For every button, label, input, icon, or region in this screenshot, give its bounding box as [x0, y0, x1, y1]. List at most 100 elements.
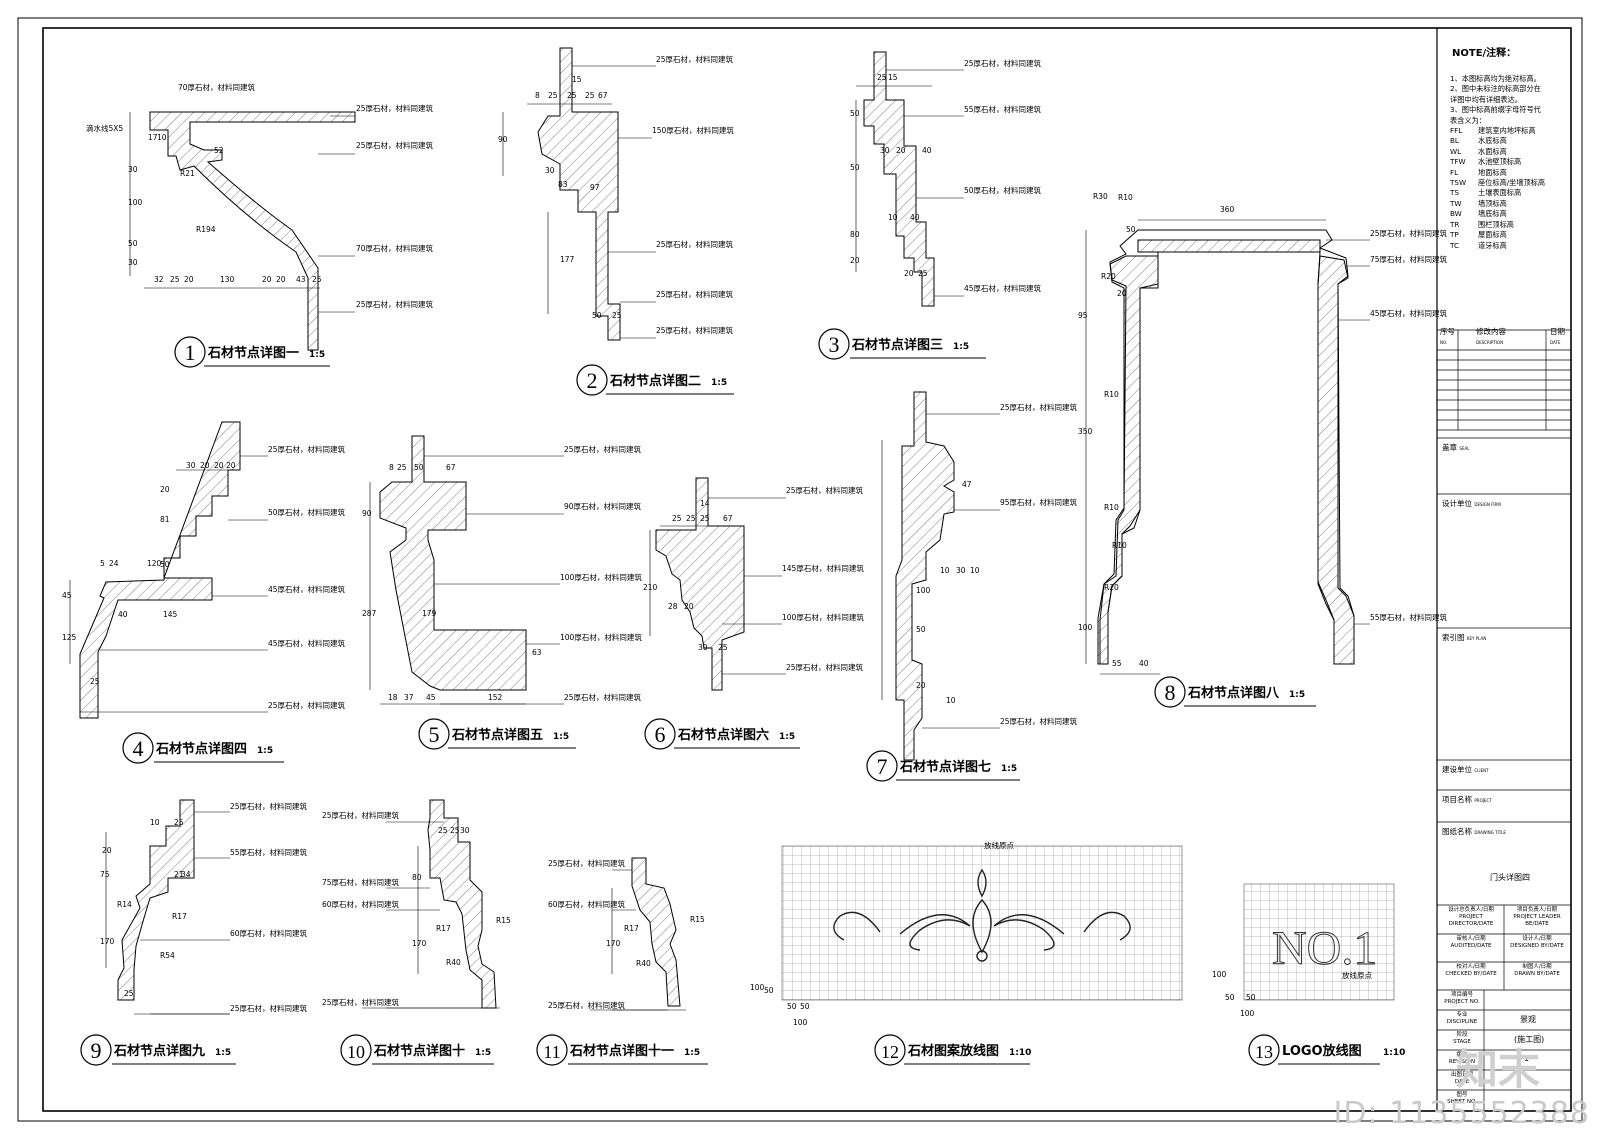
material-note: 55厚石材，材料同建筑	[230, 847, 308, 857]
dimension-label: 152	[488, 693, 503, 702]
title-block: NOTE/注释： 1、本图标高均为绝对标高。 2、图中未标注的标高部分在 详图中…	[1438, 30, 1572, 1113]
abbr-meaning: 墙顶标高	[1478, 198, 1507, 208]
profile-detail-2	[537, 47, 621, 341]
edition-value: 1	[1524, 1054, 1530, 1063]
dimension-label: 50	[160, 560, 170, 569]
dimension-label: 25	[548, 91, 558, 100]
material-note: 25厚石材，材料同建筑	[356, 103, 434, 113]
dimension-label: 25	[877, 73, 887, 82]
dimension-label: 55	[1112, 659, 1122, 668]
dimension-label: 50	[1225, 993, 1235, 1002]
dimension-label: 25	[90, 677, 100, 686]
logo-layout-grid	[1243, 883, 1395, 1001]
dimension-label: 30	[880, 146, 890, 155]
dimension-label: R17	[624, 924, 639, 933]
material-note: 25厚石材，材料同建筑	[656, 54, 734, 64]
profile-detail-11	[631, 857, 681, 1007]
profile-detail-9	[117, 799, 195, 1001]
dimension-label: 80	[412, 873, 422, 882]
material-note: 25厚石材，材料同建筑	[786, 662, 864, 672]
abbr-code: BW	[1450, 209, 1462, 219]
dimension-label: 50	[850, 163, 860, 172]
dimension-label: 50	[592, 311, 602, 320]
abbr-code: TW	[1450, 198, 1462, 208]
detail-scale: 1:10	[1009, 1048, 1031, 1058]
detail-number-circle	[1248, 1034, 1280, 1066]
dimension-label: 100	[128, 198, 143, 207]
dimension-label: 50	[916, 625, 926, 634]
dimension-label: 滴水线5X5	[86, 123, 123, 133]
dimension-label: 170	[606, 939, 621, 948]
id-watermark: ID: 1135552388	[1333, 1096, 1590, 1131]
dimension-label: 17	[148, 133, 158, 142]
detail-number: 13	[1255, 1042, 1273, 1062]
dimension-label: 20	[276, 275, 286, 284]
abbr-meaning: 座位标高/坐墙顶标高	[1478, 178, 1546, 188]
dimension-label: 50	[850, 109, 860, 118]
dimension-label: 25	[567, 91, 577, 100]
dimension-label: R10	[1104, 390, 1119, 399]
dimension-label: 83	[558, 180, 568, 189]
detail-title-text: 石材节点详图十一	[569, 1043, 674, 1059]
dimension-label: 40	[118, 610, 128, 619]
project-label: 项目名称 PROJECT	[1442, 795, 1492, 804]
dimension-label: 10	[940, 566, 950, 575]
dimension-label: 25	[700, 514, 710, 523]
dimension-label: 30	[545, 166, 555, 175]
dimension-label: 25	[397, 463, 407, 472]
detail-title-text: 石材节点详图七	[899, 759, 991, 775]
abbr-row: TW 墙顶标高	[1450, 199, 1572, 209]
material-note: 95厚石材，材料同建筑	[1000, 497, 1078, 507]
dimension-label: 5	[100, 559, 105, 568]
material-note: 100厚石材，材料同建筑	[782, 612, 864, 622]
dimension-label: 37	[404, 693, 414, 702]
dimension-label: R10	[1112, 541, 1127, 550]
abbr-meaning: 土壤表面标高	[1478, 188, 1522, 198]
seal-label: 盖章 SEAL	[1442, 443, 1470, 452]
dimension-label: 100	[1078, 623, 1093, 632]
dimension-label: R15	[496, 916, 511, 925]
profile-detail-3	[863, 51, 935, 307]
drawing-title-value: 门头详图四	[1490, 873, 1530, 882]
abbr-meaning: 水面标高	[1478, 146, 1507, 156]
material-note: 25厚石材，材料同建筑	[548, 858, 626, 868]
dimension-label: 25	[312, 275, 322, 284]
dimension-label: 50	[764, 986, 774, 995]
note-line: 3、图中标高前缀字母符号代	[1450, 105, 1541, 115]
profile-detail-1	[149, 111, 356, 351]
dimension-label: 47	[962, 480, 972, 489]
dimension-label: 67	[446, 463, 456, 472]
material-note: 25厚石材，材料同建筑	[964, 58, 1042, 68]
detail-title-text: 石材节点详图九	[113, 1043, 205, 1059]
dimension-label: 40	[1139, 659, 1149, 668]
material-note: 100厚石材，材料同建筑	[560, 632, 642, 642]
detail-scale: 1:5	[953, 342, 969, 352]
dimension-label: 25	[612, 311, 622, 320]
detail-number-circle	[644, 718, 676, 750]
dimension-label: 90	[498, 135, 508, 144]
material-note: 25厚石材，材料同建筑	[230, 801, 308, 811]
dimension-label: 125	[62, 633, 77, 642]
dimension-label: 25	[918, 269, 928, 278]
dimension-label: 40	[922, 146, 932, 155]
dimension-label: 20	[102, 846, 112, 855]
detail-scale: 1:5	[779, 732, 795, 742]
dimension-label: 25	[718, 643, 728, 652]
dimension-label: 10	[970, 566, 980, 575]
material-note: 55厚石材，材料同建筑	[964, 104, 1042, 114]
dimension-label: R17	[436, 924, 451, 933]
detail-number-circle	[174, 336, 206, 368]
dimension-label: 100	[1212, 970, 1227, 979]
detail-scale: 1:5	[215, 1048, 231, 1058]
dimension-label: 81	[160, 515, 170, 524]
detail-number-circle	[536, 1034, 568, 1066]
dimension-label: 63	[532, 648, 542, 657]
